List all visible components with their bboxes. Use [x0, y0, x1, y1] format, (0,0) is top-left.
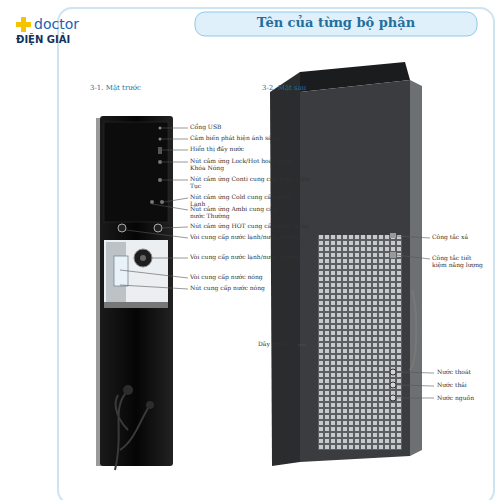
page-panel — [58, 8, 494, 500]
part-name: Nước thoát — [437, 369, 487, 376]
part-name: Vòi cung cấp nước lạnh/nước thường — [190, 254, 310, 261]
part-name: Hiển thị đầy nước — [190, 146, 300, 153]
leader-lines — [120, 128, 188, 289]
part-name: Nút cảm ứng Ambi cung cấp nước Thường — [190, 206, 290, 220]
title: Tên của từng bộ phận — [195, 16, 477, 31]
part-name: Dây nguồn — [258, 341, 298, 348]
logo-word: doctor — [34, 16, 79, 32]
logo-cross — [16, 17, 31, 32]
section-heading: 3-2. Mặt sau — [262, 84, 306, 92]
front-dispenser — [96, 116, 173, 470]
part-name: Nút cung cấp nước nóng — [190, 285, 310, 292]
part-name: Công tắc tiết kiệm năng lượng — [432, 255, 487, 269]
part-name: Nút cảm ứng HOT cung cấp nước nóng — [190, 223, 310, 230]
part-name: Nút cảm ứng Lock/Hot hoạt động Khóa Nóng — [190, 158, 300, 172]
back-dispenser — [270, 62, 422, 466]
part-name: Nút cảm ứng Conti cung cấp nước Liên Tục — [190, 176, 310, 190]
part-name: Cổng USB — [190, 124, 300, 131]
part-name: Công tắc xả — [432, 234, 487, 241]
leader-lines — [298, 236, 434, 398]
part-name: Vòi cung cấp nước lạnh/nước thường — [190, 234, 310, 241]
part-name: Cảm biến phát hiện ánh sáng — [190, 135, 300, 142]
part-name: Vòi cung cấp nước nóng — [190, 274, 310, 281]
part-name: Nước nguồn — [437, 395, 487, 402]
section-heading: 3-1. Mặt trước — [90, 84, 141, 92]
title-banner — [195, 12, 477, 36]
part-name: Nước thải — [437, 382, 487, 389]
logo-word: ĐIỆN GIẢI — [16, 34, 70, 46]
